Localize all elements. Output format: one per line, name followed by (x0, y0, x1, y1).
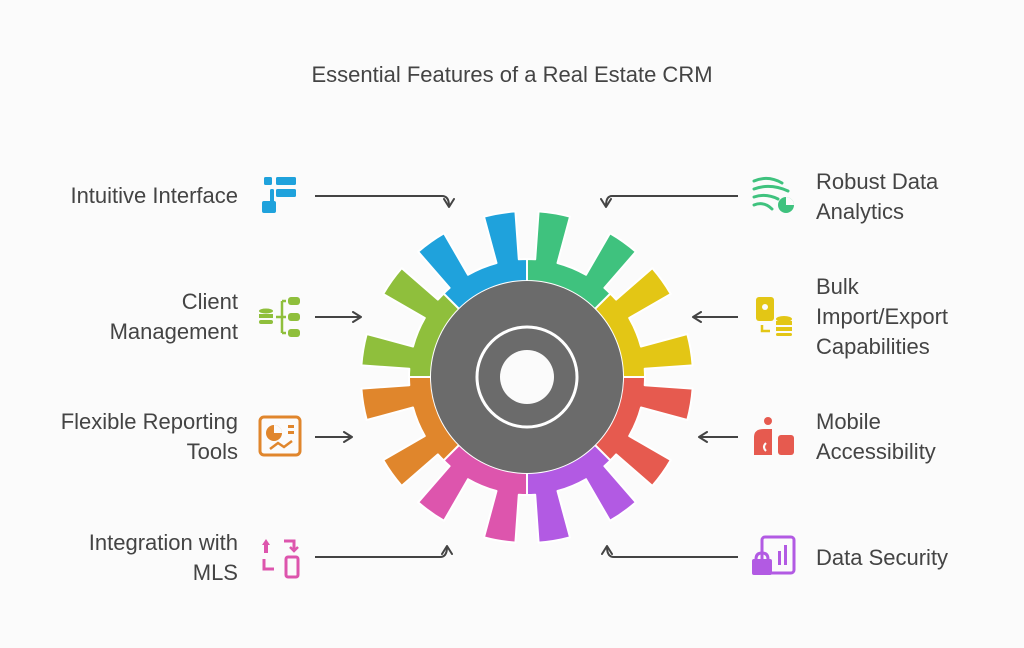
label-line: Robust Data (816, 169, 939, 194)
label-line: Accessibility (816, 439, 936, 464)
label-line: Analytics (816, 199, 905, 224)
label-line: Data Security (816, 545, 949, 570)
file-database-icon (756, 297, 792, 336)
gear-segment-bulk-import-export (593, 267, 694, 378)
gear-segment-data-security (526, 443, 637, 544)
label-line: Intuitive Interface (70, 183, 238, 208)
label-line: Integration with (88, 530, 238, 555)
arrow-data-security (601, 545, 738, 558)
arrow-intuitive-interface (315, 195, 455, 208)
label-line: Management (109, 319, 238, 344)
sync-device-icon (262, 539, 300, 579)
gear-center-hole (500, 350, 554, 404)
label-line: Flexible Reporting (60, 409, 238, 434)
report-chart-icon (258, 415, 302, 457)
database-tree-icon (259, 297, 300, 337)
label-intuitive-interface: Intuitive Interface (20, 181, 238, 211)
label-line: Client (181, 289, 238, 314)
gear-segment-integration-mls (417, 443, 528, 544)
interface-list-icon (262, 177, 296, 213)
gear-segment-robust-data-analytics (526, 210, 637, 311)
gear-segment-flexible-reporting (360, 376, 461, 487)
arrow-robust-data-analytics (600, 195, 738, 208)
label-data-security: Data Security (816, 543, 1006, 573)
data-stream-icon (752, 176, 794, 213)
gear-segment-intuitive-interface (417, 210, 528, 311)
label-line: Tools (186, 439, 238, 464)
label-line: Import/Export (816, 304, 949, 329)
label-line: Mobile (816, 409, 881, 434)
label-line: Capabilities (816, 334, 930, 359)
arrow-integration-mls (315, 545, 453, 558)
gear-inner-ring (475, 325, 579, 429)
diagram-title: Essential Features of a Real Estate CRM (311, 62, 713, 87)
hand-phone-icon (754, 417, 794, 455)
label-line: MLS (192, 560, 238, 585)
label-line: Bulk (816, 274, 859, 299)
lock-chart-icon (752, 535, 796, 575)
gear-segment-mobile-accessibility (593, 376, 694, 487)
gear-segment-client-management (360, 267, 461, 378)
